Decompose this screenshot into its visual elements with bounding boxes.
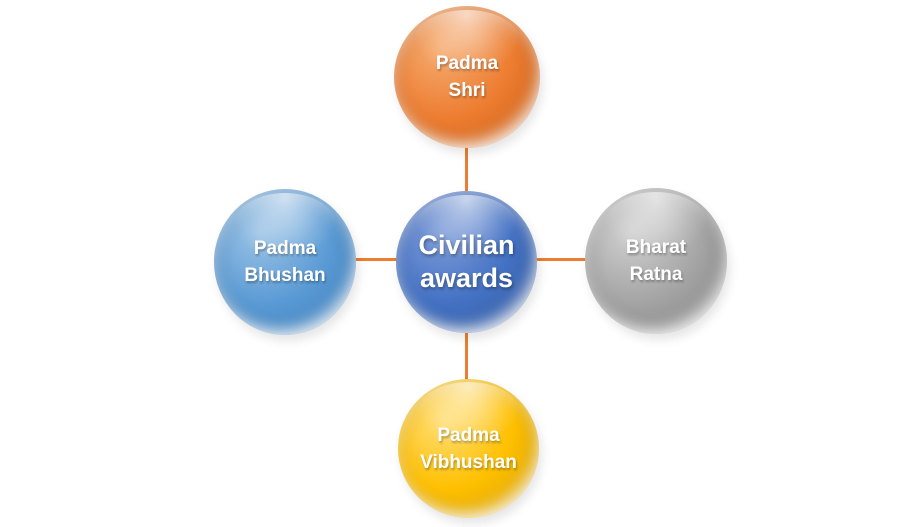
node-label-line: Bharat bbox=[625, 237, 687, 258]
node-label: Padma Shri bbox=[436, 50, 498, 104]
node-label-line: Vibhushan bbox=[420, 451, 517, 473]
node-label-line: Ratna bbox=[629, 264, 683, 285]
node-label-line: Civilian bbox=[418, 230, 515, 260]
node-civilian-awards[interactable]: Civilian awards bbox=[396, 191, 537, 333]
node-label: Bharat Ratna bbox=[626, 234, 686, 288]
node-label-line: Padma bbox=[435, 53, 499, 74]
node-padma-bhushan[interactable]: Padma Bhushan bbox=[214, 189, 356, 335]
node-padma-shri[interactable]: Padma Shri bbox=[394, 6, 540, 148]
node-label-line: awards bbox=[419, 263, 514, 293]
node-label: Civilian awards bbox=[418, 229, 514, 295]
node-label-line: Bhushan bbox=[244, 265, 326, 286]
node-label: Padma Bhushan bbox=[244, 235, 325, 289]
node-label: Padma Vibhushan bbox=[420, 422, 517, 476]
node-label-line: Padma bbox=[253, 238, 317, 259]
node-label-line: Shri bbox=[448, 80, 486, 101]
node-padma-vibhushan[interactable]: Padma Vibhushan bbox=[398, 379, 539, 518]
node-bharat-ratna[interactable]: Bharat Ratna bbox=[585, 188, 727, 334]
node-label-line: Padma bbox=[437, 424, 500, 446]
